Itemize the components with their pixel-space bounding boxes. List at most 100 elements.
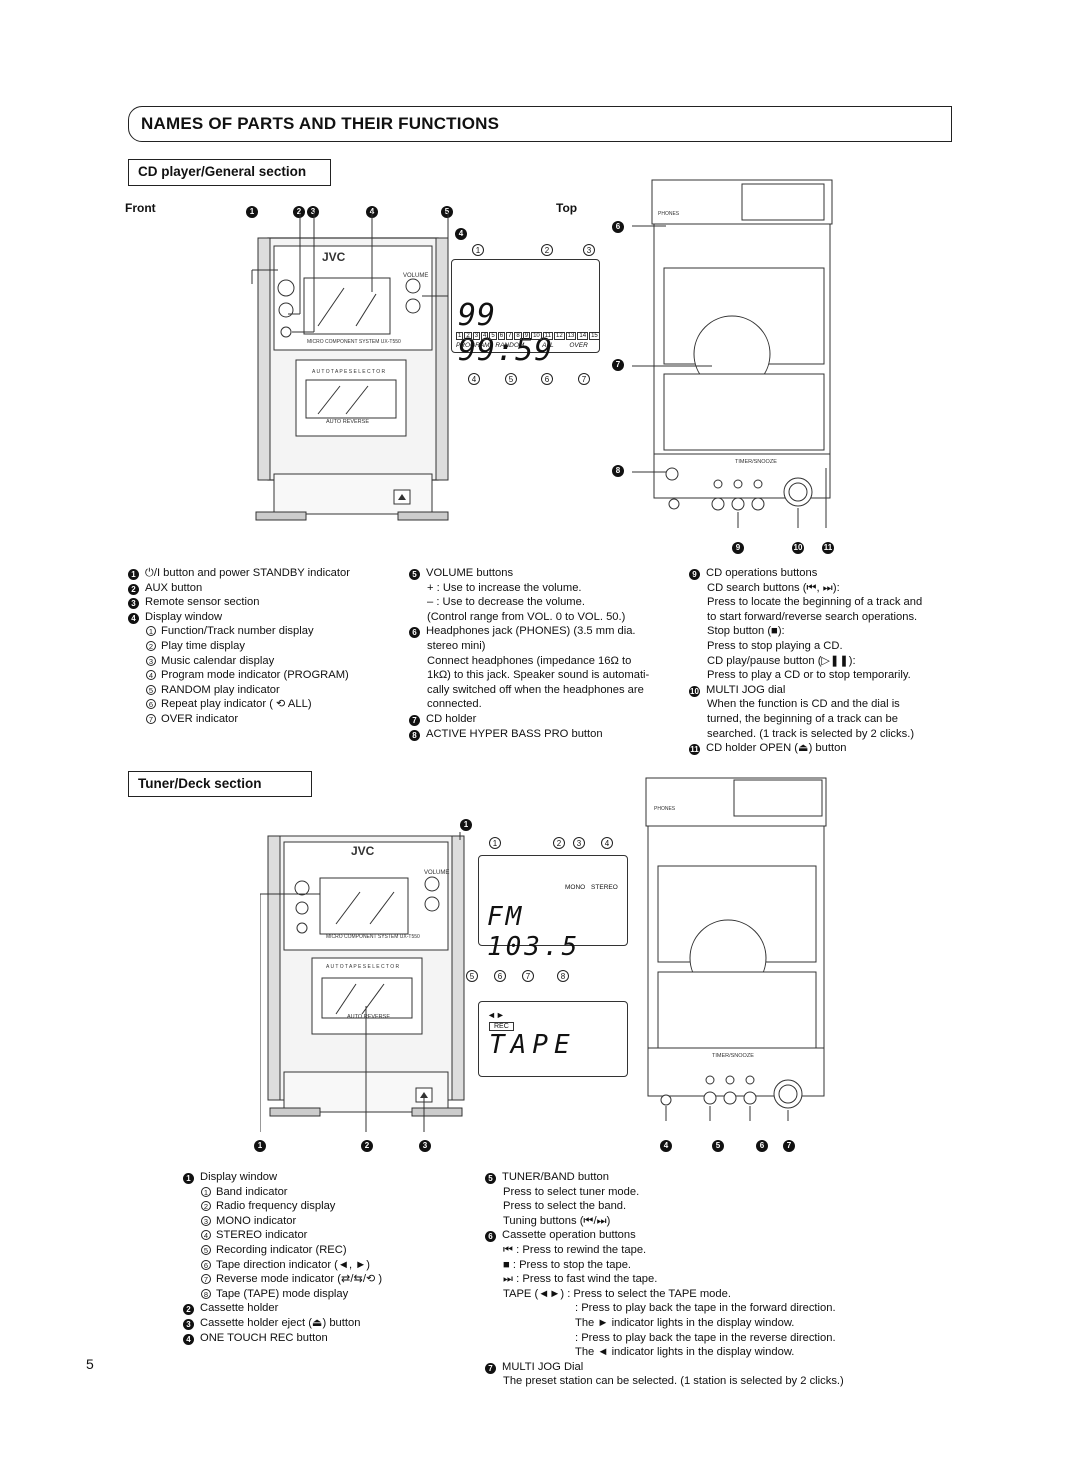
tuner-lcd-callout-5: 5 [466,970,478,982]
callout-2: 2 [293,206,305,218]
auto-tape-selector-label: A U T O T A P E S E L E C T O R [312,369,386,375]
track-number-13: 13 [565,332,577,340]
track-number-1: 1 [456,332,464,340]
lcd-callout-4: 4 [468,373,480,385]
auto-reverse-label: AUTO REVERSE [326,419,369,425]
tuner-callout-6: 6 [756,1140,768,1152]
tuner-model-text: MICRO COMPONENT SYSTEM UX-T550 [326,934,420,940]
desc-line: (Control range from VOL. 0 to VOL. 50.) [427,610,626,623]
number-badge: 5 [485,1173,496,1184]
number-badge: 6 [485,1231,496,1243]
circle-number: 3 [146,655,156,666]
tuner-front-unit-illustration [260,832,465,1132]
desc-line: Press to select the band. [503,1200,627,1213]
circle-number: 4 [146,670,156,681]
tuner-lcd-callout-2: 2 [553,837,565,849]
track-number-10: 10 [531,332,542,340]
tuner-lcd-callout-6: 6 [494,970,506,982]
tuner-lcd-callout-8: 8 [557,970,569,982]
lcd-callout-5: 5 [505,373,517,385]
desc-line: + : Use to increase the volume. [427,581,582,594]
desc-line: When the function is CD and the dial is [707,698,900,711]
callout-10: 10 [792,542,804,554]
circle-number: 6 [201,1259,211,1270]
front-unit-illustration [251,212,449,521]
number-badge: 9 [689,569,700,580]
desc-line: TAPE (◄►) : Press to select the TAPE mod… [503,1287,731,1300]
callout-11: 11 [822,542,834,554]
tuner-jvc-logo: JVC [351,844,375,858]
tuner-lcd-callout-4: 4 [601,837,613,849]
desc-line: Stop button (■): [707,625,785,638]
stereo-indicator: STEREO [591,884,618,891]
circle-number: 7 [201,1274,211,1285]
circle-number: 7 [146,713,156,724]
callout-8: 8 [612,465,624,477]
rec-indicator: REC [489,1022,514,1031]
desc-line: Press to play a CD or to stop temporaril… [707,669,911,682]
tuner-callout-5: 5 [712,1140,724,1152]
tuner-section-heading: Tuner/Deck section [128,771,312,797]
tuner-lcd-callout-1: 1 [489,837,501,849]
number-badge: 6 [409,627,420,639]
circle-number: 5 [146,684,156,695]
tuner-lcd-callout-3: 3 [573,837,585,849]
tuner-phones-label: PHONES [654,806,676,812]
tuner-timer-snooze-label: TIMER/SNOOZE [712,1053,754,1059]
lcd-mode-labels: PROGRAM RANDOM ALL OVER [456,342,588,349]
track-number-2: 2 [464,332,472,340]
lcd-callout-2: 2 [541,244,553,256]
number-badge: 5 [409,569,420,580]
desc-line: ■ : Press to stop the tape. [503,1258,632,1271]
front-label: Front [125,201,156,215]
tape-direction-indicator: ◄► [487,1010,505,1020]
program-indicator: PROGRAM [456,342,490,349]
circle-number: 1 [201,1186,211,1197]
lcd-callout-7: 7 [578,373,590,385]
number-badge: 4 [128,612,139,624]
track-number-6: 6 [497,332,506,340]
fm-frequency-display: FM 103.5 [487,902,581,962]
jvc-logo: JVC [322,250,346,264]
callout-7: 7 [612,359,624,371]
track-number-3: 3 [472,332,481,340]
desc-line: stereo mini) [427,639,486,652]
model-text: MICRO COMPONENT SYSTEM UX-T550 [307,339,401,345]
track-number-8: 8 [514,332,522,340]
number-badge: 7 [409,714,420,726]
desc-line: Press to locate the beginning of a track… [707,596,923,609]
tuner-top-unit-illustration [645,777,827,1121]
tape-mode-display: TAPE [489,1030,576,1060]
track-number-9: 9 [522,332,531,340]
over-indicator: OVER [569,342,588,349]
desc-line: The ► indicator lights in the display wi… [575,1316,795,1329]
circle-number: 1 [146,626,156,637]
tape-lcd-display: ◄► REC TAPE [478,1001,628,1077]
tuner-lcd-callout-7: 7 [522,970,534,982]
callout-9: 9 [732,542,744,554]
desc-line: searched. (1 track is selected by 2 clic… [707,727,915,740]
number-badge: 2 [128,583,139,595]
